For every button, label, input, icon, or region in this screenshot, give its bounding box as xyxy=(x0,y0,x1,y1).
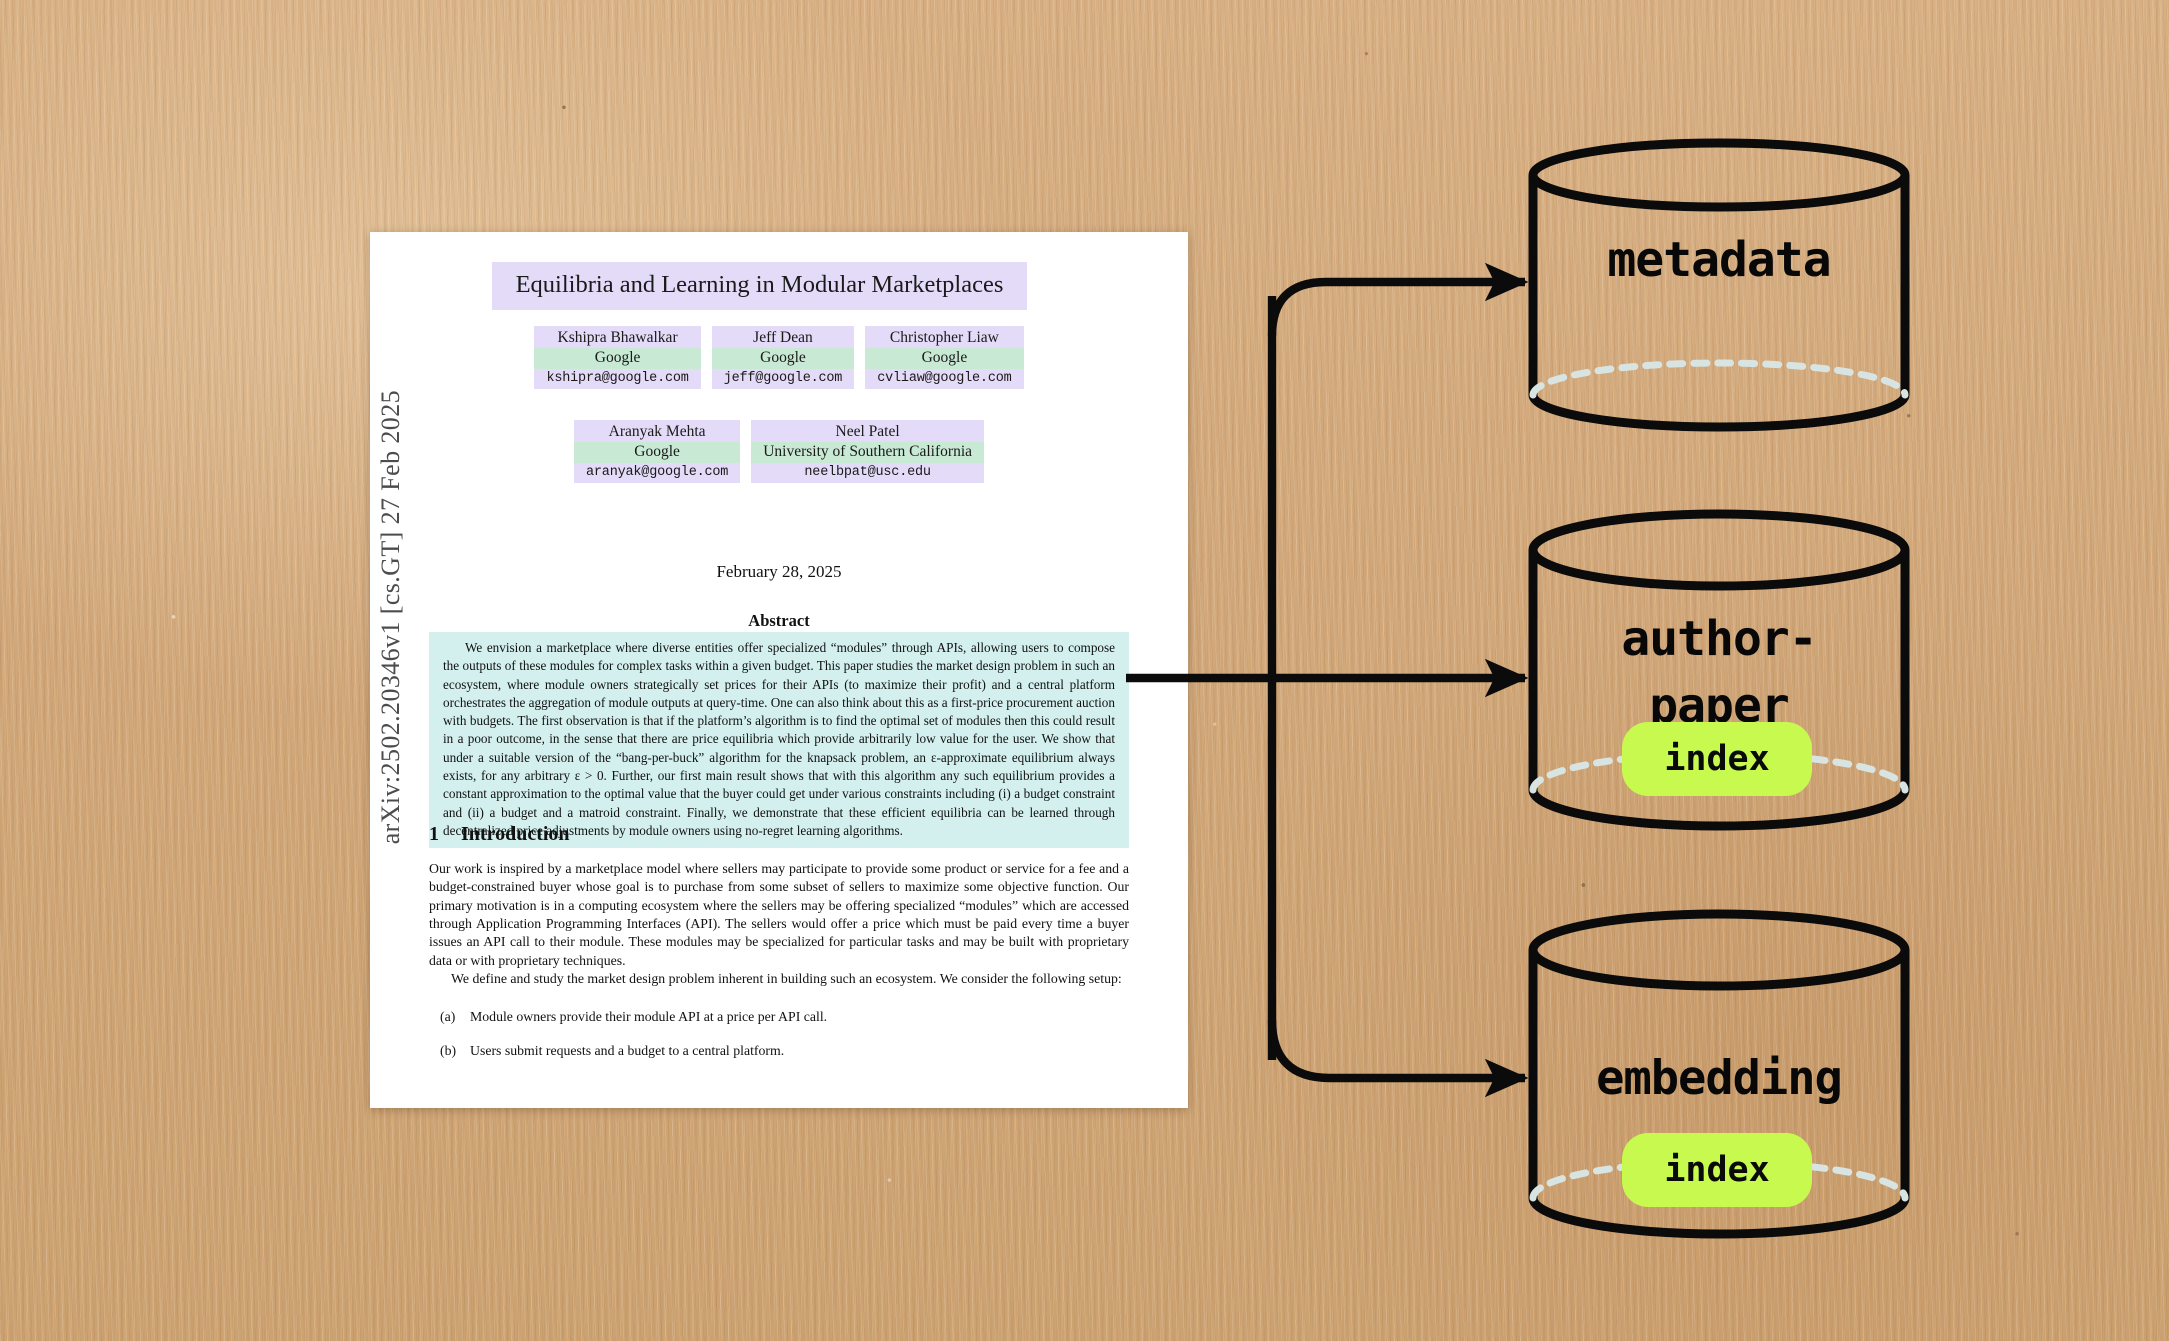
author-card: Christopher Liaw Google cvliaw@google.co… xyxy=(865,326,1024,390)
section-heading: 1 Introduction xyxy=(429,823,1129,846)
paper-title: Equilibria and Learning in Modular Marke… xyxy=(492,262,1027,310)
author-affiliation: Google xyxy=(711,348,855,369)
setup-list: (a) Module owners provide their module AP… xyxy=(440,992,1130,1061)
section-number: 1 xyxy=(429,823,439,845)
list-item-text: Users submit requests and a budget to a … xyxy=(470,1043,785,1059)
list-item: (a) Module owners provide their module AP… xyxy=(440,1008,1130,1026)
intro-paragraph-2: We define and study the market design pr… xyxy=(451,971,1122,987)
section-title: Introduction xyxy=(461,823,570,845)
author-affiliation: Google xyxy=(865,348,1024,369)
author-email: jeff@google.com xyxy=(723,370,843,386)
arrow-to-metadata xyxy=(1267,262,1529,337)
abstract-heading: Abstract xyxy=(748,611,810,630)
author-email: neelbpat@usc.edu xyxy=(804,464,931,480)
list-item-label: (a) xyxy=(440,1009,456,1024)
database-metadata[interactable]: metadata xyxy=(1528,138,1910,432)
author-name: Neel Patel xyxy=(835,423,900,440)
author-affiliation: Google xyxy=(573,442,741,463)
intro-paragraph-1: Our work is inspired by a marketplace mo… xyxy=(429,861,1129,968)
author-email: kshipra@google.com xyxy=(546,370,689,386)
list-item-label: (b) xyxy=(440,1043,457,1059)
author-card: Kshipra Bhawalkar Google kshipra@google.… xyxy=(534,326,701,390)
index-badge[interactable]: index xyxy=(1622,1133,1812,1207)
author-name: Aranyak Mehta xyxy=(608,423,706,440)
cylinder-bottom-front xyxy=(1528,1197,1910,1239)
author-affiliation: University of Southern California xyxy=(751,442,984,463)
introduction-paragraphs: Our work is inspired by a marketplace mo… xyxy=(429,860,1129,988)
author-name: Jeff Dean xyxy=(753,329,813,346)
author-card: Neel Patel University of Southern Califo… xyxy=(751,420,984,484)
database-embedding[interactable]: embedding index xyxy=(1528,898,1910,1268)
cylinder-bottom-front xyxy=(1528,789,1910,831)
cylinder-top-ellipse xyxy=(1528,509,1910,591)
cylinder-top-ellipse xyxy=(1528,909,1910,991)
paper-date: February 28, 2025 xyxy=(716,562,842,581)
author-email: cvliaw@google.com xyxy=(877,370,1012,386)
author-card: Jeff Dean Google jeff@google.com xyxy=(711,326,855,390)
author-name: Kshipra Bhawalkar xyxy=(557,329,678,346)
arrow-to-embedding xyxy=(1267,1019,1529,1098)
author-name: Christopher Liaw xyxy=(889,329,999,346)
cylinder-top-ellipse xyxy=(1528,138,1910,212)
author-affiliation: Google xyxy=(534,348,701,369)
list-item-text: Module owners provide their module API a… xyxy=(470,1009,828,1024)
abstract-text: We envision a marketplace where diverse … xyxy=(443,640,1115,838)
database-author-paper[interactable]: author- paper index xyxy=(1528,500,1910,860)
author-card: Aranyak Mehta Google aranyak@google.com xyxy=(573,420,741,484)
abstract-block: We envision a marketplace where diverse … xyxy=(429,632,1129,849)
authors-row-1: Kshipra Bhawalkar Google kshipra@google.… xyxy=(370,326,1188,390)
list-item: (b) Users submit requests and a budget to… xyxy=(440,1042,1130,1060)
author-email: aranyak@google.com xyxy=(585,464,729,480)
cylinder-bottom-hidden xyxy=(1529,359,1909,399)
cylinder-bottom-front xyxy=(1528,394,1910,432)
arxiv-paper[interactable]: Equilibria and Learning in Modular Marke… xyxy=(370,232,1188,1108)
authors-row-2: Aranyak Mehta Google aranyak@google.com … xyxy=(370,420,1188,484)
index-badge[interactable]: index xyxy=(1622,722,1812,796)
